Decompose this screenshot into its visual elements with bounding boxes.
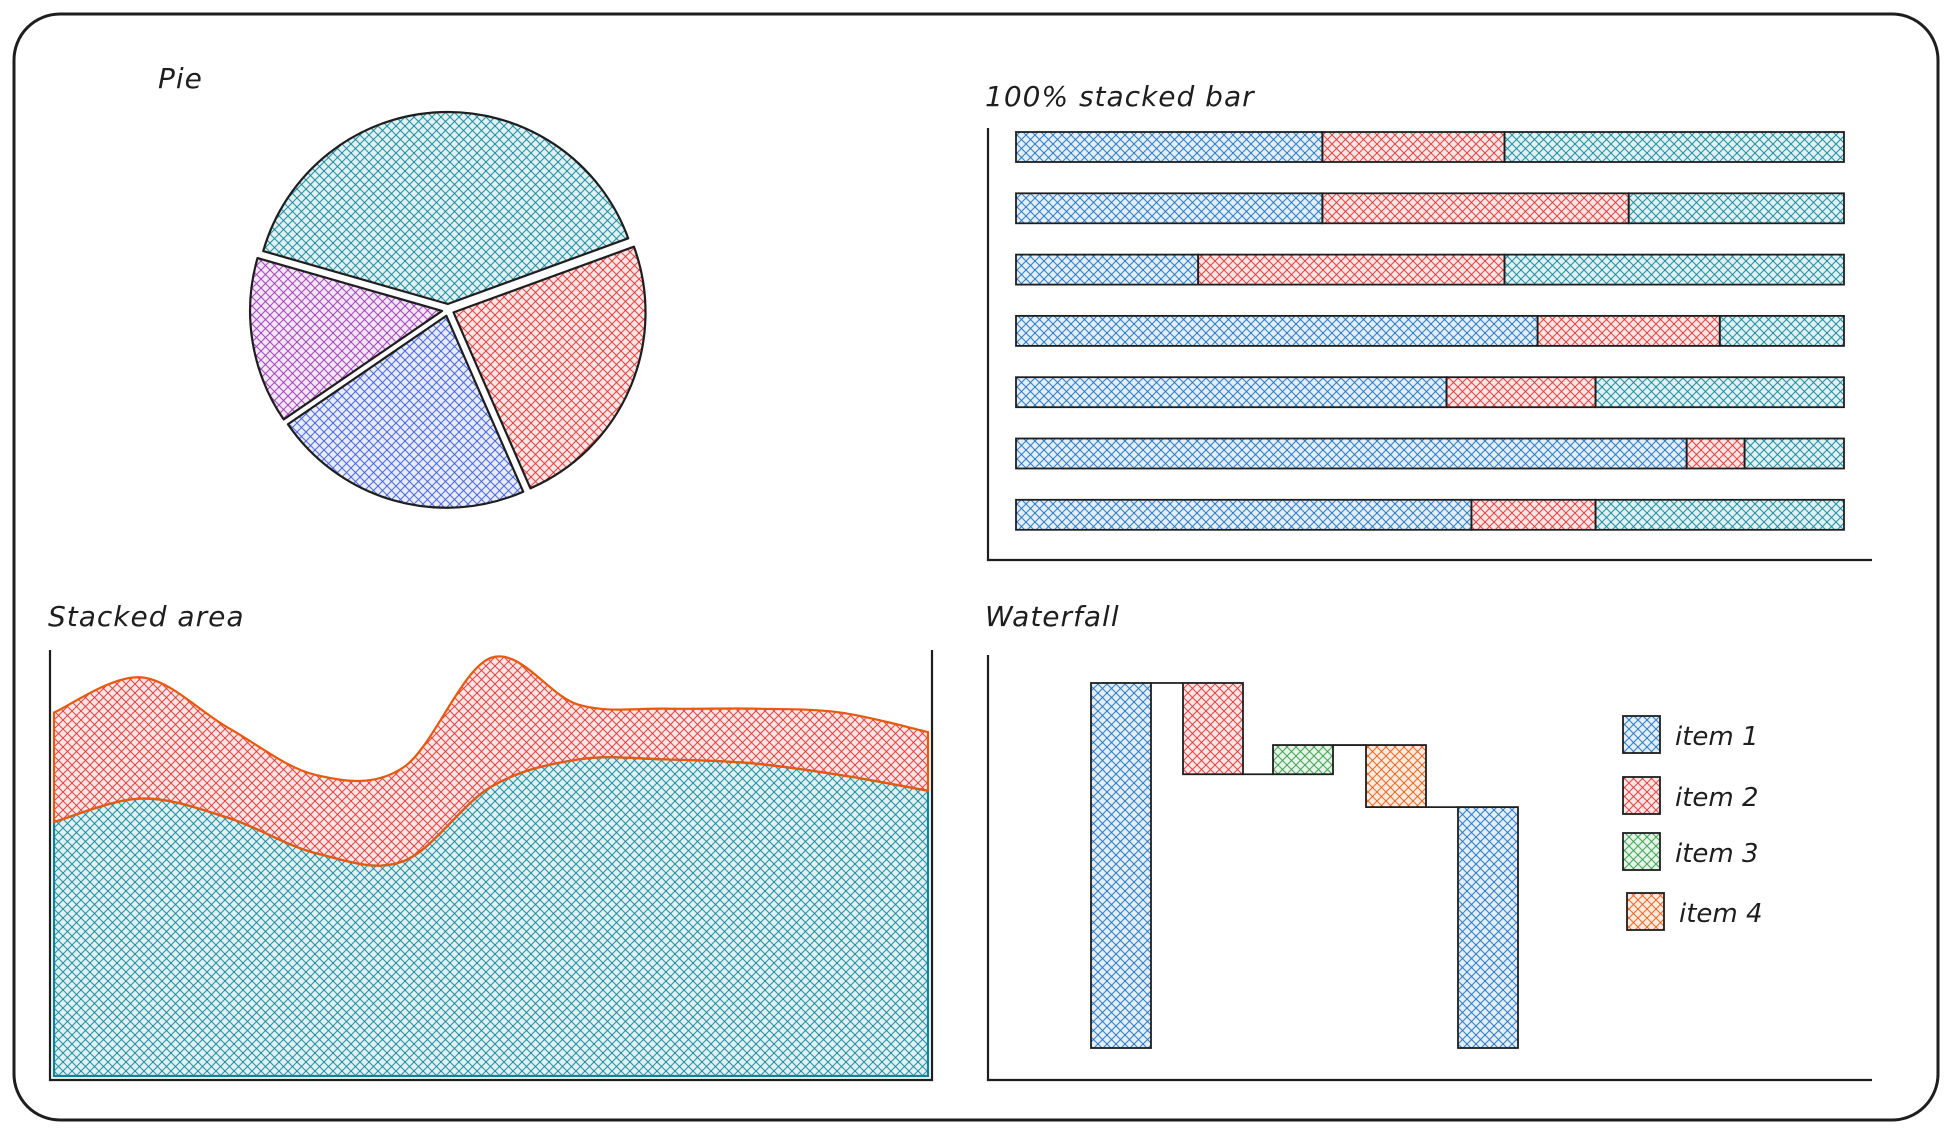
pie-title: Pie [158,62,203,95]
bar-2-segment-3 [1627,192,1845,225]
bar-2-segment-1 [1015,192,1324,225]
bar-axes [986,128,1872,562]
stacked-bar-title: 100% stacked bar [985,80,1255,113]
waterfall-title: Waterfall [985,600,1120,633]
stacked-area-chart [48,650,934,1082]
bar-1-segment-1 [1015,131,1324,163]
bar-3-segment-3 [1503,253,1845,286]
stacked-bar-chart [986,128,1872,562]
legend-label-2: item 2 [1675,783,1759,813]
area-axes [48,650,934,1082]
area-series-2 [52,655,930,867]
pie-slice-4 [248,256,444,421]
bar-3-segment-2 [1197,253,1506,286]
legend-label-3: item 3 [1675,839,1759,869]
bar-4-segment-2 [1536,314,1721,347]
bar-1-segment-2 [1321,131,1506,163]
stacked-area-title: Stacked area [48,600,245,633]
legend-label-4: item 4 [1679,899,1763,929]
pie-slice-2 [452,245,647,490]
bar-7-segment-3 [1594,498,1845,531]
waterfall-axes [986,655,1872,1082]
bar-4-segment-1 [1015,314,1539,347]
pie-slice-3 [286,314,525,509]
legend-swatch-1 [1622,715,1661,754]
bar-6-segment-2 [1685,437,1746,470]
pie-slice-1 [262,110,630,306]
waterfall-bar-1 [1090,682,1152,1049]
bar-7-segment-1 [1015,498,1473,531]
bar-5-segment-2 [1445,376,1597,409]
waterfall-chart: item 1 item 2 item 3 item 4 [986,655,1872,1082]
legend-swatch-3 [1622,832,1661,871]
legend-label-1: item 1 [1675,722,1759,752]
bar-7-segment-2 [1470,498,1597,531]
bar-5-segment-1 [1015,376,1448,409]
bar-1-segment-3 [1503,131,1845,163]
legend-swatch-4 [1626,892,1665,931]
bar-3-segment-1 [1015,253,1200,286]
legend-swatch-2 [1622,776,1661,815]
waterfall-bar-5 [1457,806,1519,1049]
waterfall-bar-2 [1182,682,1244,776]
bar-2-segment-2 [1321,192,1630,225]
bar-4-segment-3 [1718,314,1845,347]
bar-6-segment-1 [1015,437,1688,470]
bar-6-segment-3 [1743,437,1845,470]
pie-chart [248,110,647,509]
waterfall-bar-4 [1365,744,1427,808]
waterfall-bar-3 [1272,744,1334,776]
bar-5-segment-3 [1594,376,1845,409]
